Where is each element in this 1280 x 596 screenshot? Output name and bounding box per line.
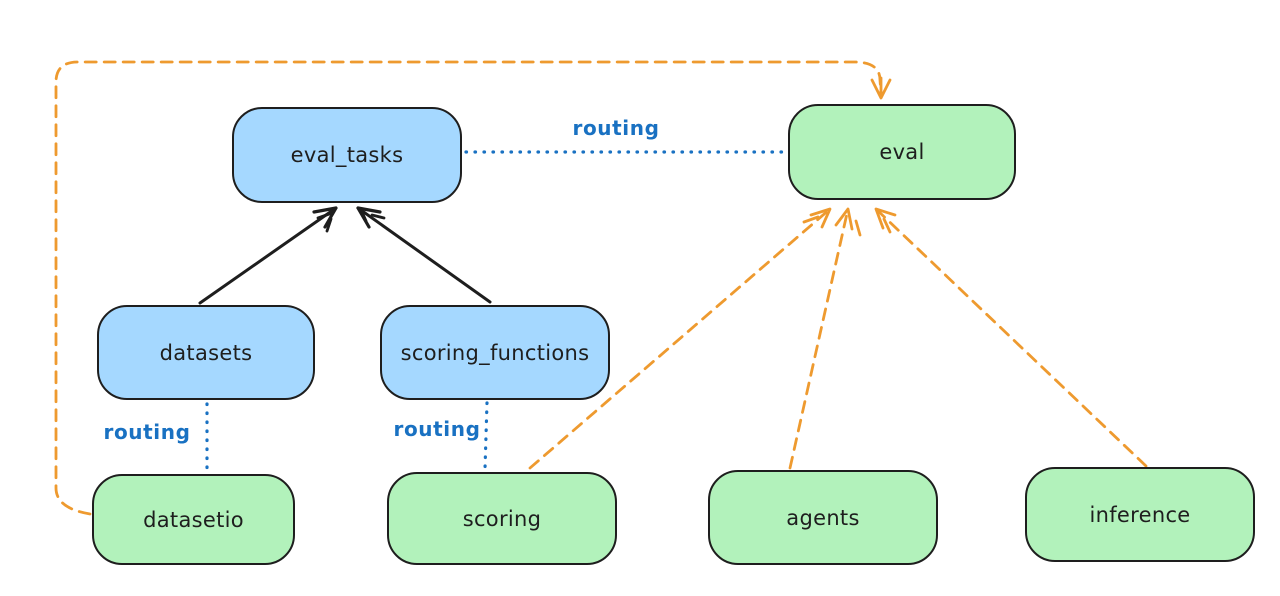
node-scoring-functions: scoring_functions <box>380 305 610 400</box>
node-eval-label: eval <box>879 140 925 164</box>
node-eval-tasks-label: eval_tasks <box>290 143 404 167</box>
routing-label-datasets-datasetio: routing <box>103 420 191 444</box>
node-datasets-label: datasets <box>159 340 253 365</box>
edge-datasets-to-eval-tasks-arrowhead-sketch <box>316 211 334 233</box>
routing-label-eval-tasks-eval: routing <box>572 116 660 140</box>
edge-datasetio-to-eval <box>54 60 883 516</box>
edge-scoring-functions-to-scoring-routing <box>483 401 489 471</box>
edge-agents-to-eval <box>788 207 850 470</box>
node-scoring-functions-label: scoring_functions <box>400 340 590 365</box>
node-eval: eval <box>788 104 1016 200</box>
edge-inference-to-eval-arrowhead <box>874 207 897 234</box>
node-datasetio-label: datasetio <box>143 507 244 532</box>
routing-label-scoring-functions-scoring: routing <box>393 417 481 441</box>
node-inference-label: inference <box>1089 502 1191 527</box>
edge-scoring-to-eval <box>528 207 832 470</box>
node-scoring: scoring <box>387 472 617 565</box>
node-eval-tasks: eval_tasks <box>232 107 462 203</box>
edge-scoring-to-eval-arrowhead <box>802 207 832 229</box>
edge-scoring-functions-to-eval-tasks <box>356 206 492 304</box>
edge-datasetio-to-eval-arrowhead <box>870 76 892 100</box>
node-agents: agents <box>708 470 938 565</box>
node-agents-label: agents <box>786 505 860 530</box>
edge-scoring-functions-to-eval-tasks-arrowhead-sketch <box>360 210 386 223</box>
node-datasetio: datasetio <box>92 474 295 565</box>
node-scoring-label: scoring <box>462 506 542 531</box>
node-datasets: datasets <box>97 305 315 400</box>
edge-agents-to-eval-arrowhead <box>834 207 862 237</box>
edge-inference-to-eval <box>874 207 1148 468</box>
edge-datasets-to-eval-tasks-arrowhead <box>312 206 338 229</box>
node-inference: inference <box>1025 467 1255 562</box>
edge-datasets-to-eval-tasks <box>198 206 338 305</box>
